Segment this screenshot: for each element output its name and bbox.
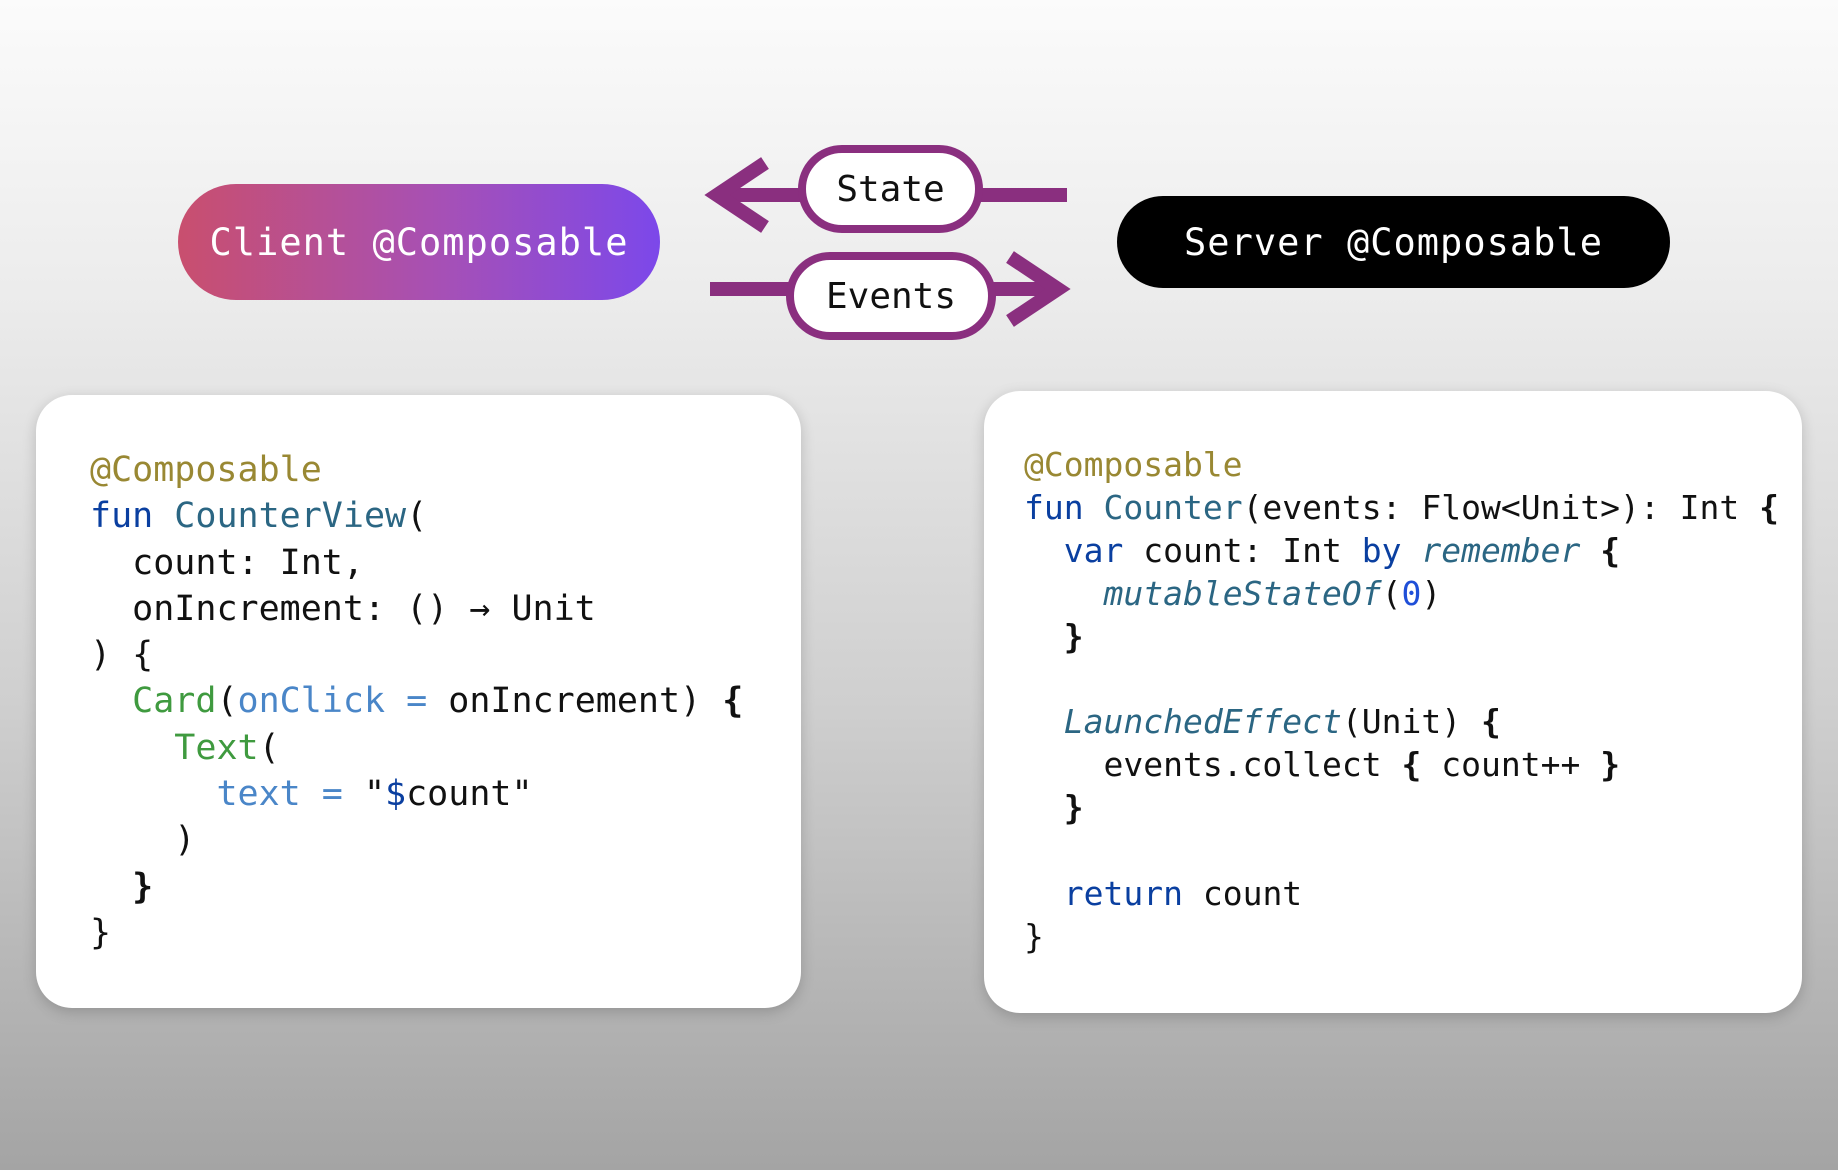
server-collect-mid: count++ xyxy=(1421,745,1601,785)
client-card-paren: ( xyxy=(216,681,238,722)
events-label: Events xyxy=(825,275,957,317)
state-label-tag: State xyxy=(798,145,983,233)
server-kw-return: return xyxy=(1063,874,1183,914)
client-open-paren: ( xyxy=(406,496,428,537)
server-close-fun: } xyxy=(1024,916,1044,956)
server-fn-name: Counter xyxy=(1103,487,1243,527)
server-composable-pill: Server @Composable xyxy=(1117,196,1670,288)
server-annotation: @Composable xyxy=(1024,445,1243,484)
client-close-paren: ) xyxy=(174,820,196,861)
client-close-fun: } xyxy=(90,912,112,953)
server-paren-open: ( xyxy=(1381,573,1402,613)
server-pill-label: Server @Composable xyxy=(1184,220,1603,264)
client-text-param: text = xyxy=(216,774,343,815)
client-pill-label: Client @Composable xyxy=(209,220,629,264)
client-param-onincrement: onIncrement: () → Unit xyxy=(132,588,596,629)
client-close-signature: ) { xyxy=(90,635,154,676)
client-kw-fun: fun xyxy=(90,496,154,537)
server-fn-remember: remember xyxy=(1421,530,1581,570)
client-text-name: Text xyxy=(174,727,259,768)
server-fn-mutable: mutableStateOf xyxy=(1103,573,1382,613)
client-fn-name: CounterView xyxy=(174,496,407,537)
server-return-rest: count xyxy=(1182,874,1303,914)
server-kw-by: by xyxy=(1361,530,1402,570)
server-var-mid: count: Int xyxy=(1123,530,1362,570)
server-kw-var: var xyxy=(1063,530,1124,570)
events-arrow-head xyxy=(1006,251,1071,327)
client-composable-pill: Client @Composable xyxy=(178,184,660,300)
server-paren-close: ) xyxy=(1421,573,1442,613)
server-collect-close: } xyxy=(1600,745,1621,785)
server-signature-rest: (events: Flow<Unit>): Int xyxy=(1242,487,1760,527)
server-signature-brace: { xyxy=(1759,487,1779,527)
server-close-launched: } xyxy=(1063,788,1084,828)
server-launched-rest: (Unit) xyxy=(1341,702,1481,742)
server-code-block: @Composable fun Counter(events: Flow<Uni… xyxy=(1024,444,1802,959)
server-kw-fun: fun xyxy=(1024,487,1084,527)
client-annotation: @Composable xyxy=(90,450,322,490)
client-card-name: Card xyxy=(132,681,217,722)
client-code-block: @Composable fun CounterView( count: Int,… xyxy=(90,447,801,956)
state-label: State xyxy=(836,168,945,210)
server-close-remember: } xyxy=(1063,616,1084,656)
state-arrow-head xyxy=(704,157,769,233)
server-remember-brace: { xyxy=(1600,530,1621,570)
server-code-card: @Composable fun Counter(events: Flow<Uni… xyxy=(984,391,1802,1013)
client-string-open: " xyxy=(342,774,386,815)
server-num-zero: 0 xyxy=(1401,573,1422,613)
client-param-count: count: Int, xyxy=(132,542,364,583)
client-text-paren: ( xyxy=(258,727,280,768)
server-collect-open: { xyxy=(1401,745,1422,785)
client-string-dollar: $ xyxy=(385,774,407,815)
server-launched-brace: { xyxy=(1480,702,1501,742)
events-label-tag: Events xyxy=(786,252,996,340)
client-card-rest: onIncrement) xyxy=(427,681,723,722)
client-close-card: } xyxy=(132,866,154,907)
client-string-rest: count" xyxy=(406,774,533,815)
server-collect-pre: events.collect xyxy=(1103,745,1402,785)
client-card-param: onClick = xyxy=(237,681,428,722)
client-card-brace: { xyxy=(722,681,744,722)
client-code-card: @Composable fun CounterView( count: Int,… xyxy=(36,395,801,1008)
server-fn-launched: LaunchedEffect xyxy=(1063,702,1342,742)
